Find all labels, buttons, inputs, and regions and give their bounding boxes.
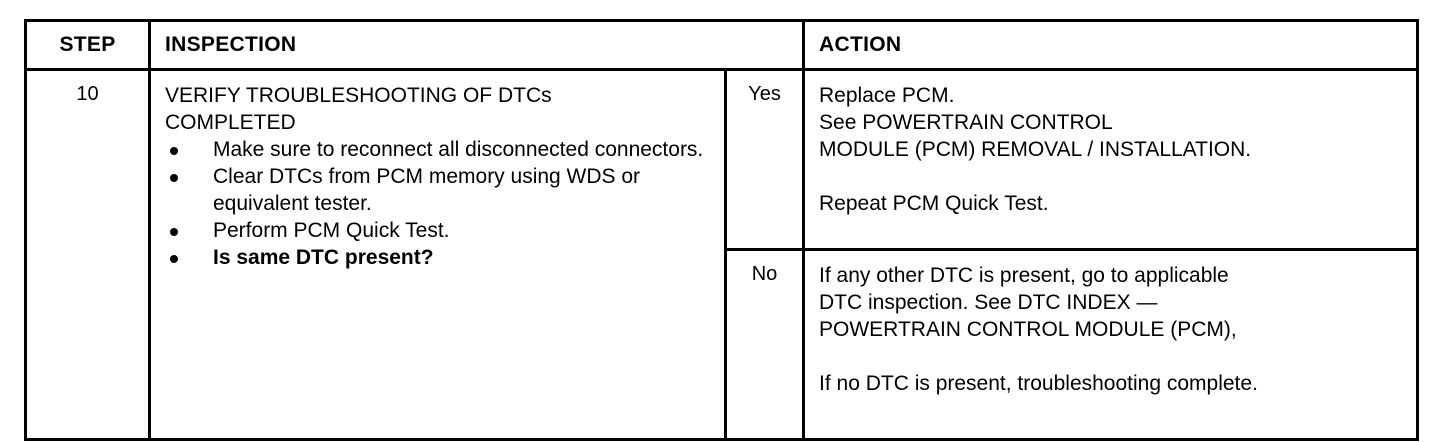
table-row: No If any other DTC is present, go to ap…: [26, 248, 1420, 441]
list-item: Perform PCM Quick Test.: [165, 217, 716, 244]
bullet-dot-icon: [170, 147, 178, 155]
column-header-step: STEP: [59, 33, 116, 56]
bullet-text-question: Is same DTC present?: [213, 246, 434, 269]
action-content-yes: Replace PCM. See POWERTRAIN CONTROL MODU…: [805, 71, 1416, 248]
list-item: Clear DTCs from PCM memory using WDS or …: [165, 163, 716, 217]
list-item: Is same DTC present?: [165, 244, 716, 271]
step-number-cell: 10: [24, 68, 151, 441]
bullet-dot-icon: [170, 174, 178, 182]
column-header-inspection: INSPECTION: [165, 33, 297, 56]
inspection-cell: VERIFY TROUBLESHOOTING OF DTCs COMPLETED…: [148, 68, 727, 441]
action-spacer: [819, 163, 1406, 190]
answer-label-no: No: [751, 263, 778, 285]
action-secondary-text: Repeat PCM Quick Test.: [819, 192, 1049, 215]
inspection-title: VERIFY TROUBLESHOOTING OF DTCs COMPLETED: [165, 84, 552, 134]
table-row: 10 VERIFY TROUBLESHOOTING OF DTCs COMPLE…: [24, 68, 1420, 441]
answer-label-yes: Yes: [748, 83, 781, 105]
action-spacer: [819, 343, 1406, 370]
header-cell-inspection: INSPECTION: [147, 19, 806, 71]
answer-cell-yes: Yes: [723, 68, 806, 251]
bullet-text: Perform PCM Quick Test.: [213, 219, 450, 242]
column-header-action: ACTION: [819, 33, 902, 56]
step-number: 10: [76, 83, 99, 105]
action-content-no: If any other DTC is present, go to appli…: [805, 251, 1416, 438]
action-primary-text: If any other DTC is present, go to appli…: [819, 264, 1237, 341]
bullet-dot-icon: [170, 255, 178, 263]
bullet-text: Clear DTCs from PCM memory using WDS or …: [213, 165, 641, 215]
inspection-bullet-list: Make sure to reconnect all disconnected …: [165, 136, 716, 271]
bullet-text: Make sure to reconnect all disconnected …: [213, 138, 704, 161]
action-primary-text: Replace PCM. See POWERTRAIN CONTROL MODU…: [819, 84, 1252, 161]
diagnostic-procedure-table: STEP INSPECTION ACTION 10 VERIFY TROUBLE…: [24, 19, 1420, 441]
action-cell-no: If any other DTC is present, go to appli…: [802, 248, 1420, 441]
answer-cell-no: No: [723, 248, 806, 441]
header-cell-action: ACTION: [802, 19, 1420, 71]
table-header-row: STEP INSPECTION ACTION: [24, 19, 1420, 71]
action-secondary-text: If no DTC is present, troubleshooting co…: [819, 372, 1258, 395]
list-item: Make sure to reconnect all disconnected …: [165, 136, 716, 163]
bullet-dot-icon: [170, 228, 178, 236]
header-cell-step: STEP: [24, 19, 151, 71]
inspection-content: VERIFY TROUBLESHOOTING OF DTCs COMPLETED…: [151, 71, 724, 279]
action-cell-yes: Replace PCM. See POWERTRAIN CONTROL MODU…: [802, 68, 1420, 251]
